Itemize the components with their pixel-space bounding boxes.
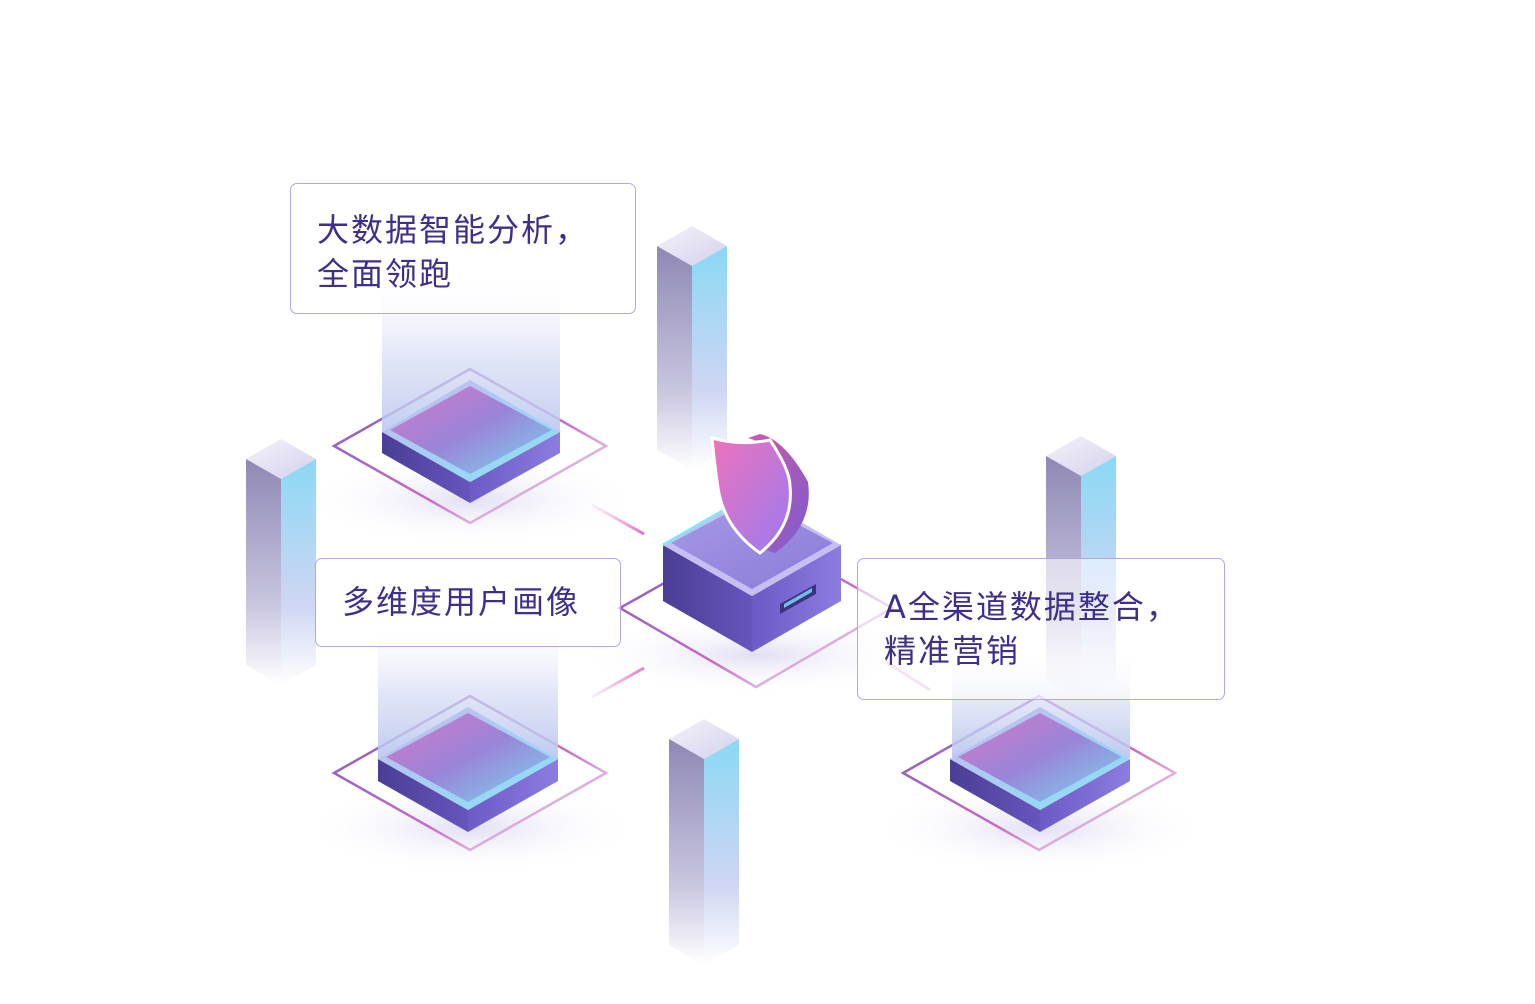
server-slot (780, 584, 816, 614)
callout-analytics-line2: 全面领跑 (317, 255, 454, 293)
callout-analytics-line1: 大数据智能分析， (317, 211, 590, 249)
callout-marketing-text: A全渠道数据整合， 精准营销 (884, 585, 1180, 673)
callout-marketing: A全渠道数据整合， 精准营销 (857, 558, 1225, 700)
pillar-back-top (657, 226, 727, 470)
callout-analytics: 大数据智能分析， 全面领跑 (290, 183, 636, 314)
callout-portrait-line1: 多维度用户画像 (342, 583, 581, 621)
pillar-left (246, 439, 316, 685)
callout-marketing-line2: 精准营销 (884, 632, 1021, 670)
shield-icon (710, 434, 809, 555)
callout-marketing-line1: A全渠道数据整合， (884, 588, 1180, 626)
callout-analytics-text: 大数据智能分析， 全面领跑 (317, 208, 589, 296)
callout-user-portrait: 多维度用户画像 (315, 558, 621, 647)
platform-pad-bottom-left (300, 612, 640, 874)
callout-portrait-text: 多维度用户画像 (342, 580, 580, 624)
pillar-front-bottom (669, 719, 739, 965)
